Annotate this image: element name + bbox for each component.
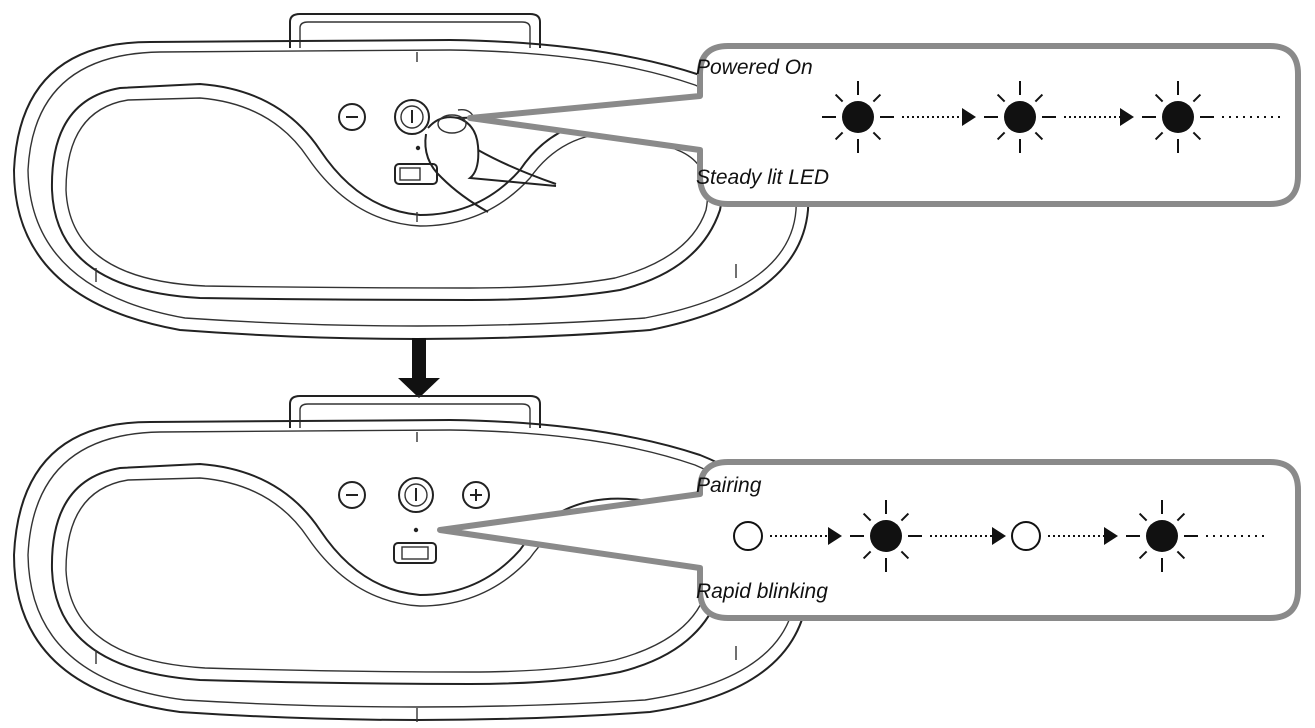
dotted-arrow-icon [902, 108, 976, 126]
label-steady-lit: Steady lit LED [696, 166, 829, 189]
down-arrow-icon [398, 338, 440, 398]
led-indicator-bottom [413, 527, 419, 533]
power-button-top [394, 99, 430, 135]
callout-powered-on: Powered On Steady lit LED [467, 43, 1301, 207]
speaker-handle-bottom [289, 395, 541, 428]
switch-top [394, 163, 438, 185]
led-lit-icon [850, 500, 922, 572]
speaker-body-top [12, 38, 810, 340]
led-lit-icon [822, 81, 894, 153]
led-lit-icon [984, 81, 1056, 153]
speaker-handle-top [289, 13, 541, 48]
plus-button-bottom [462, 481, 490, 509]
dotted-arrow-icon [1064, 108, 1134, 126]
led-lit-icon [1142, 81, 1214, 153]
speaker-grille-bottom [50, 462, 723, 686]
minus-button-top [338, 103, 366, 131]
callout-pairing: Pairing Rapid blinking [437, 459, 1301, 621]
label-pairing: Pairing [696, 474, 762, 497]
speaker-bottom [12, 395, 810, 722]
speaker-body-bottom [12, 418, 810, 721]
speaker-top [12, 13, 810, 340]
label-rapid-blinking: Rapid blinking [696, 580, 828, 603]
minus-button-bottom [338, 481, 366, 509]
power-button-bottom [398, 477, 434, 513]
led-off-icon [1011, 521, 1041, 551]
led-off-icon [733, 521, 763, 551]
callout-bubble-pairing [437, 459, 1301, 621]
switch-bottom [393, 542, 437, 564]
dotted-arrow-icon [1048, 527, 1118, 545]
dotted-arrow-icon [770, 527, 842, 545]
label-powered-on: Powered On [696, 56, 813, 79]
led-sequence-pairing [733, 500, 1266, 572]
speaker-grille-top [50, 82, 723, 302]
callout-bubble-powered [467, 43, 1301, 207]
led-sequence-powered [822, 81, 1282, 153]
led-lit-icon [1126, 500, 1198, 572]
dotted-arrow-icon [930, 527, 1006, 545]
led-indicator-top [415, 145, 421, 151]
